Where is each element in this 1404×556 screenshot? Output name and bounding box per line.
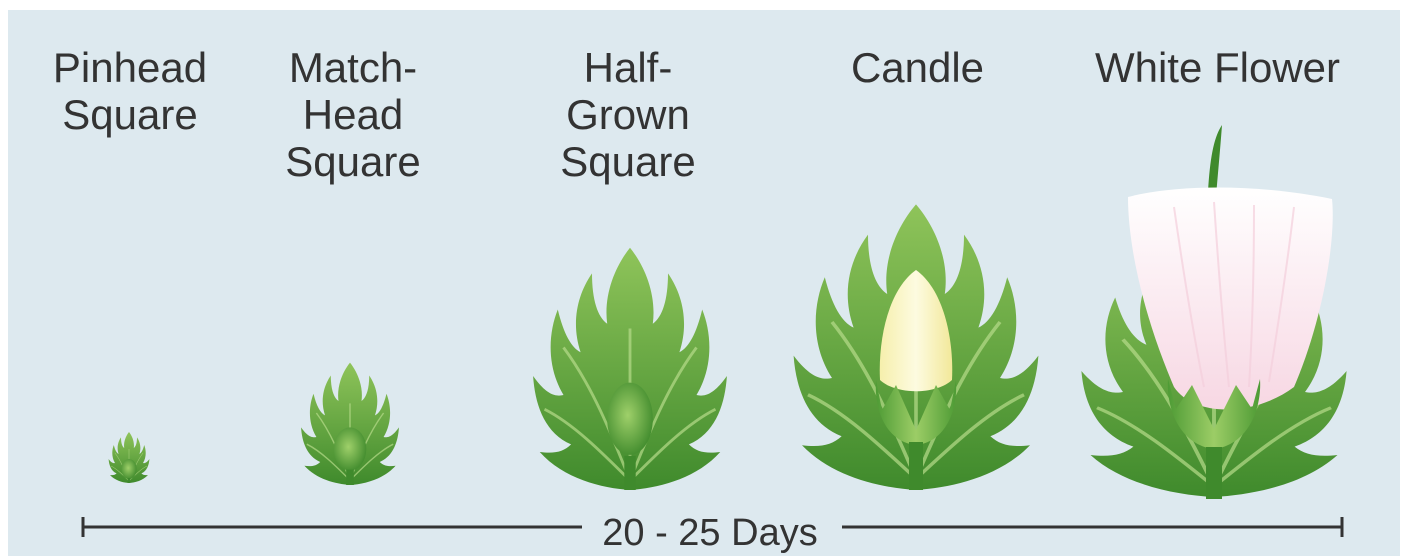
timeline-duration-label: 20 - 25 Days xyxy=(560,510,860,556)
white-flower-illustration xyxy=(1081,125,1346,499)
pinhead-square-illustration xyxy=(109,432,150,483)
half-grown-square-illustration xyxy=(533,248,727,490)
match-head-square-illustration xyxy=(301,363,399,485)
candle-bud-illustration xyxy=(794,204,1039,490)
